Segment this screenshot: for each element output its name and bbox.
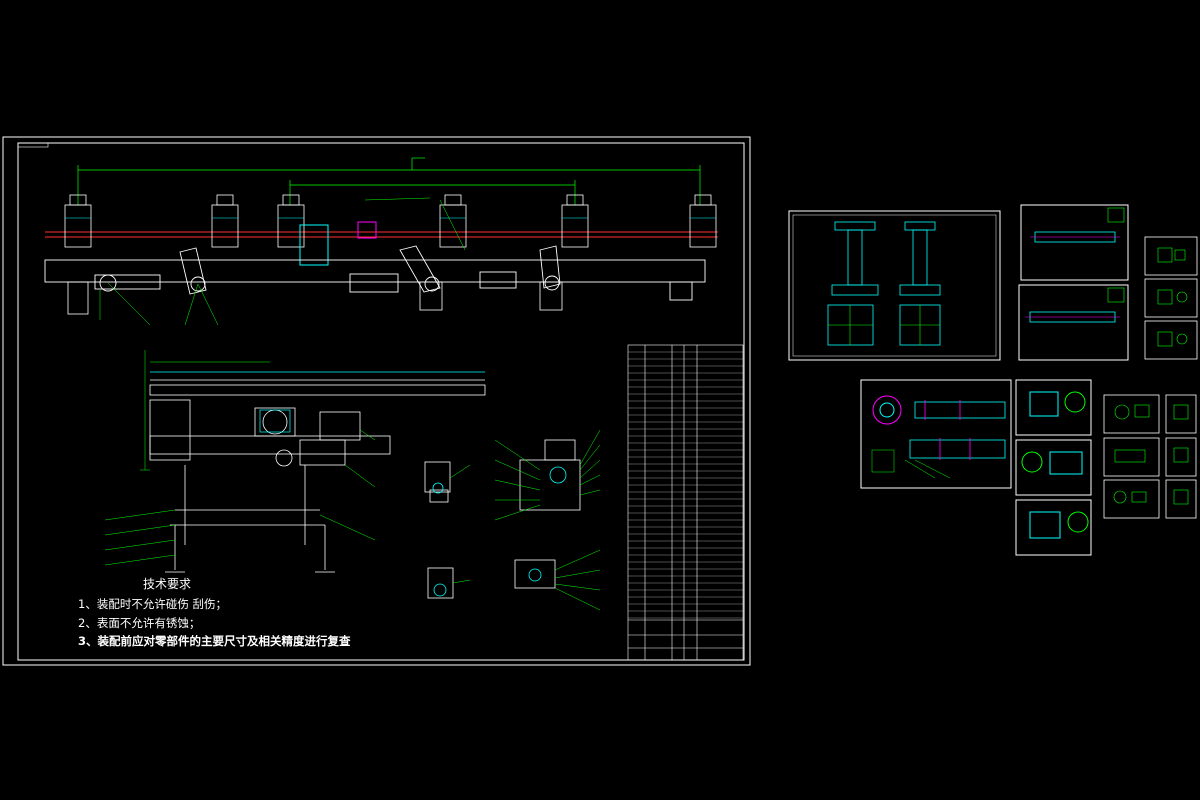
tech-requirement-3: 3、装配前应对零部件的主要尺寸及相关精度进行复查 <box>78 634 351 648</box>
sheet-shaft-2[interactable] <box>1018 284 1129 361</box>
center-coupling <box>299 221 377 266</box>
parts-list <box>627 344 744 661</box>
side-view <box>149 379 486 573</box>
sheet-small-parts[interactable] <box>1144 236 1198 360</box>
guide-rail <box>45 231 718 238</box>
sheet-shaft-1[interactable] <box>1020 204 1129 281</box>
lower-brackets <box>67 281 563 315</box>
main-assembly-sheet[interactable] <box>2 136 751 666</box>
tech-requirement-2: 2、表面不允许有锈蚀； <box>78 616 201 630</box>
sheet-gear-3[interactable] <box>1015 499 1092 556</box>
swing-arms <box>99 245 561 295</box>
tech-requirements-title: 技术要求 <box>143 577 192 591</box>
section-view-c <box>424 461 451 503</box>
parts-list-rows <box>628 351 743 619</box>
section-view-b <box>514 439 581 589</box>
main-beam <box>44 259 706 301</box>
leader-lines-top <box>99 197 466 326</box>
sheet-cylinder[interactable] <box>860 379 1012 489</box>
leader-lines-sections <box>449 429 601 611</box>
section-view-d <box>427 567 454 599</box>
sheet-detail-group[interactable] <box>1103 394 1197 519</box>
dimension-lines <box>77 157 701 205</box>
side-view-color <box>150 371 485 433</box>
sheet-gear-1[interactable] <box>1015 379 1092 436</box>
sheet-gear-2[interactable] <box>1015 439 1092 496</box>
sheet-column-frame[interactable] <box>788 210 1001 361</box>
dimension-lines-side <box>104 350 376 566</box>
tech-requirement-1: 1、装配时不允许碰伤 刮伤； <box>78 597 227 611</box>
manipulator-heads <box>64 194 717 248</box>
